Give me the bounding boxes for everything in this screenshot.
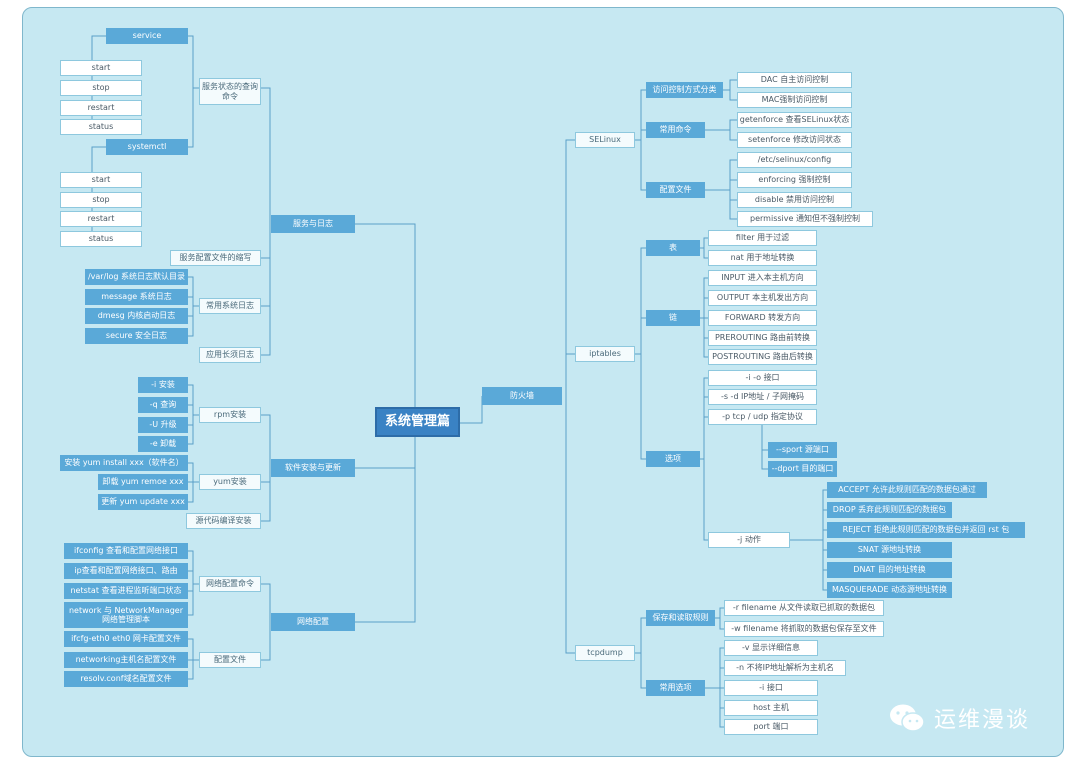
selinux-item-disable[interactable]: disable 禁用访问控制 (737, 192, 852, 208)
topic-yum[interactable]: yum安装 (199, 474, 261, 490)
selinux-item-permissive[interactable]: permissive 通知但不强制控制 (737, 211, 873, 227)
topic-options[interactable]: 选项 (646, 451, 700, 467)
netcmd-item-ip[interactable]: ip查看和配置网络接口、路由 (64, 563, 188, 579)
yum-item-install[interactable]: 安装 yum install xxx（软件名） (60, 455, 188, 471)
service-item-restart[interactable]: restart (60, 100, 142, 116)
action-item-masquerade[interactable]: MASQUERADE 动态源地址转换 (827, 582, 952, 598)
topic-source-build[interactable]: 源代码编译安装 (186, 513, 261, 529)
netfile-item-networking[interactable]: networking主机名配置文件 (64, 652, 188, 668)
yum-item-update[interactable]: 更新 yum update xxx (98, 494, 188, 510)
topic-rpm[interactable]: rpm安装 (199, 407, 261, 423)
service-item-status[interactable]: status (60, 119, 142, 135)
service-item-stop[interactable]: stop (60, 80, 142, 96)
option-item-protocol[interactable]: -p tcp / udp 指定协议 (708, 409, 817, 425)
topic-network[interactable]: 网络配置 (271, 613, 355, 631)
yum-item-remove[interactable]: 卸载 yum remoe xxx (98, 474, 188, 490)
tcpdump-item-read[interactable]: -r filename 从文件读取已抓取的数据包 (724, 600, 884, 616)
action-item-drop[interactable]: DROP 丢弃此规则匹配的数据包 (827, 502, 952, 518)
action-item-snat[interactable]: SNAT 源地址转换 (827, 542, 952, 558)
action-item-accept[interactable]: ACCEPT 允许此规则匹配的数据包通过 (827, 482, 987, 498)
tcpdump-item-interface[interactable]: -i 接口 (724, 680, 818, 696)
chain-item-input[interactable]: INPUT 进入本主机方向 (708, 270, 817, 286)
rpm-item-install[interactable]: -i 安装 (138, 377, 188, 393)
netfile-item-resolv[interactable]: resolv.conf域名配置文件 (64, 671, 188, 687)
center-topic[interactable]: 系统管理篇 (375, 407, 460, 437)
service-item-start[interactable]: start (60, 60, 142, 76)
topic-app-logs[interactable]: 应用长须日志 (199, 347, 261, 363)
watermark-text: 运维漫谈 (934, 708, 1031, 733)
systemctl-item-status[interactable]: status (60, 231, 142, 247)
log-item-message[interactable]: message 系统日志 (85, 289, 188, 305)
tcpdump-item-port[interactable]: port 端口 (724, 719, 818, 735)
chain-item-prerouting[interactable]: PREROUTING 路由前转换 (708, 330, 817, 346)
netcmd-item-netstat[interactable]: netstat 查看进程监听端口状态 (64, 583, 188, 599)
topic-table[interactable]: 表 (646, 240, 700, 256)
topic-selinux-cmds[interactable]: 常用命令 (646, 122, 705, 138)
topic-selinux-config[interactable]: 配置文件 (646, 182, 705, 198)
option-item-interface[interactable]: -i -o 接口 (708, 370, 817, 386)
topic-status-cmds[interactable]: 服务状态的查询命令 (199, 78, 261, 105)
action-item-reject[interactable]: REJECT 拒绝此规则匹配的数据包并返回 rst 包 (827, 522, 1025, 538)
topic-access-control[interactable]: 访问控制方式分类 (646, 82, 723, 98)
topic-config-abbr[interactable]: 服务配置文件的缩写 (170, 250, 261, 266)
topic-firewall[interactable]: 防火墙 (482, 387, 562, 405)
chain-item-forward[interactable]: FORWARD 转发方向 (708, 310, 817, 326)
topic-systemctl[interactable]: systemctl (106, 139, 188, 155)
action-item-dnat[interactable]: DNAT 目的地址转换 (827, 562, 952, 578)
systemctl-item-restart[interactable]: restart (60, 211, 142, 227)
netfile-item-ifcfg[interactable]: ifcfg-eth0 eth0 网卡配置文件 (64, 631, 188, 647)
topic-chain[interactable]: 链 (646, 310, 700, 326)
systemctl-item-stop[interactable]: stop (60, 192, 142, 208)
selinux-item-mac[interactable]: MAC强制访问控制 (737, 92, 852, 108)
chain-item-postrouting[interactable]: POSTROUTING 路由后转换 (708, 349, 817, 365)
table-item-nat[interactable]: nat 用于地址转换 (708, 250, 817, 266)
option-item-action[interactable]: -j 动作 (708, 532, 790, 548)
topic-save-read[interactable]: 保存和读取规则 (646, 610, 715, 626)
selinux-item-getenforce[interactable]: getenforce 查看SELinux状态 (737, 112, 852, 128)
netcmd-item-ifconfig[interactable]: ifconfig 查看和配置网络接口 (64, 543, 188, 559)
systemctl-item-start[interactable]: start (60, 172, 142, 188)
tcpdump-item-host[interactable]: host 主机 (724, 700, 818, 716)
selinux-item-enforcing[interactable]: enforcing 强制控制 (737, 172, 852, 188)
option-item-dport[interactable]: --dport 目的端口 (768, 461, 837, 477)
topic-tcpdump[interactable]: tcpdump (575, 645, 635, 661)
option-item-sport[interactable]: --sport 源端口 (768, 442, 837, 458)
table-item-filter[interactable]: filter 用于过滤 (708, 230, 817, 246)
rpm-item-upgrade[interactable]: -U 升级 (138, 417, 188, 433)
topic-software[interactable]: 软件安装与更新 (271, 459, 355, 477)
selinux-item-dac[interactable]: DAC 自主访问控制 (737, 72, 852, 88)
topic-service[interactable]: service (106, 28, 188, 44)
watermark: 运维漫谈 (888, 700, 1030, 736)
chain-item-output[interactable]: OUTPUT 本主机发出方向 (708, 290, 817, 306)
topic-net-cmds[interactable]: 网络配置命令 (199, 576, 261, 592)
log-item-varlog[interactable]: /var/log 系统日志默认目录 (85, 269, 188, 285)
selinux-item-config-path[interactable]: /etc/selinux/config (737, 152, 852, 168)
topic-service-log[interactable]: 服务与日志 (271, 215, 355, 233)
tcpdump-item-nodns[interactable]: -n 不将IP地址解析为主机名 (724, 660, 846, 676)
log-item-secure[interactable]: secure 安全日志 (85, 328, 188, 344)
wechat-icon (890, 704, 925, 732)
topic-common-logs[interactable]: 常用系统日志 (199, 298, 261, 314)
tcpdump-item-write[interactable]: -w filename 将抓取的数据包保存至文件 (724, 621, 884, 637)
topic-net-files[interactable]: 配置文件 (199, 652, 261, 668)
log-item-dmesg[interactable]: dmesg 内核启动日志 (85, 308, 188, 324)
topic-common-options[interactable]: 常用选项 (646, 680, 705, 696)
option-item-ip[interactable]: -s -d IP地址 / 子网掩码 (708, 389, 817, 405)
rpm-item-erase[interactable]: -e 卸载 (138, 436, 188, 452)
netcmd-item-network[interactable]: network 与 NetworkManager 网络管理脚本 (64, 602, 188, 628)
topic-selinux[interactable]: SELinux (575, 132, 635, 148)
topic-iptables[interactable]: iptables (575, 346, 635, 362)
tcpdump-item-verbose[interactable]: -v 显示详细信息 (724, 640, 818, 656)
rpm-item-query[interactable]: -q 查询 (138, 397, 188, 413)
selinux-item-setenforce[interactable]: setenforce 修改访问状态 (737, 132, 852, 148)
